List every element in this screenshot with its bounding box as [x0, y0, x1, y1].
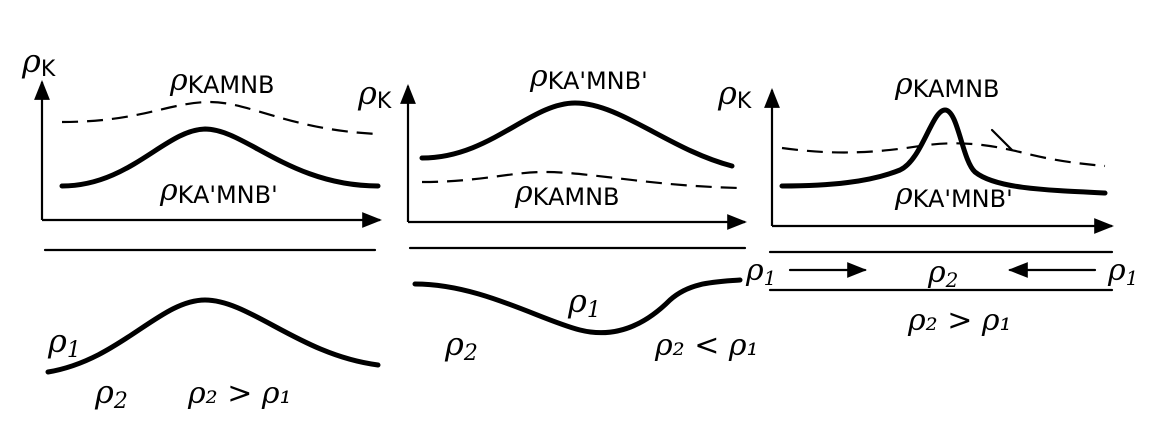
- panel-2-medium-lower: ρ2: [444, 325, 478, 366]
- panel-2-medium-upper: ρ1: [567, 282, 601, 323]
- panel-3-lower-curve-label: ρKA'MNB': [894, 177, 1013, 213]
- panel-1-upper-curve-label: ρKAMNB: [169, 63, 275, 99]
- panel-3-label-leader: [990, 128, 1014, 152]
- panel-3-center-medium: ρ2: [927, 255, 958, 292]
- panel-3-condition: ρ₂ > ρ₁: [907, 303, 1012, 338]
- panel-3-dashed-curve: [781, 142, 1106, 168]
- panel-2-dashed-curve: [421, 170, 741, 190]
- panel-1-medium-right: ρ2: [94, 373, 128, 414]
- panel-2-upper-curve-label: ρKA'MNB': [529, 59, 648, 95]
- panel-1-medium-left: ρ1: [47, 322, 81, 363]
- panel-2-axis-label: ρK: [357, 74, 392, 114]
- panel-1-thick-curve: [59, 126, 381, 189]
- panel-3-left-medium: ρ1: [745, 253, 776, 290]
- panel-2-boundary-curve: [412, 277, 743, 336]
- panel-3-thick-curve: [779, 107, 1108, 196]
- panel-1-axis-label: ρK: [21, 42, 56, 82]
- panel-2-thick-curve: [419, 100, 735, 169]
- panel-1-boundary-curve: [45, 297, 381, 375]
- panel-3-upper-curve-label: ρKAMNB: [894, 67, 1000, 103]
- panel-1-lower-curve-label: ρKA'MNB': [159, 173, 278, 209]
- panel-1-condition: ρ₂ > ρ₁: [187, 376, 292, 411]
- panel-1: ρK ρKAMNB ρKA'MNB' ρ1 ρ2 ρ₂ > ρ₁: [21, 42, 382, 414]
- panel-2: ρK ρKA'MNB' ρKAMNB ρ1 ρ2 ρ₂ < ρ₁: [357, 59, 759, 366]
- panel-2-condition: ρ₂ < ρ₁: [654, 328, 759, 363]
- panel-3: ρK ρKAMNB ρKA'MNB' ρ1 ρ2 ρ1 ρ₂ > ρ₁: [717, 67, 1138, 338]
- panel-3-right-medium: ρ1: [1107, 253, 1138, 290]
- panel-2-lower-curve-label: ρKAMNB: [514, 175, 620, 211]
- panel-3-axis-label: ρK: [717, 74, 752, 114]
- panel-1-dashed-curve: [61, 100, 379, 136]
